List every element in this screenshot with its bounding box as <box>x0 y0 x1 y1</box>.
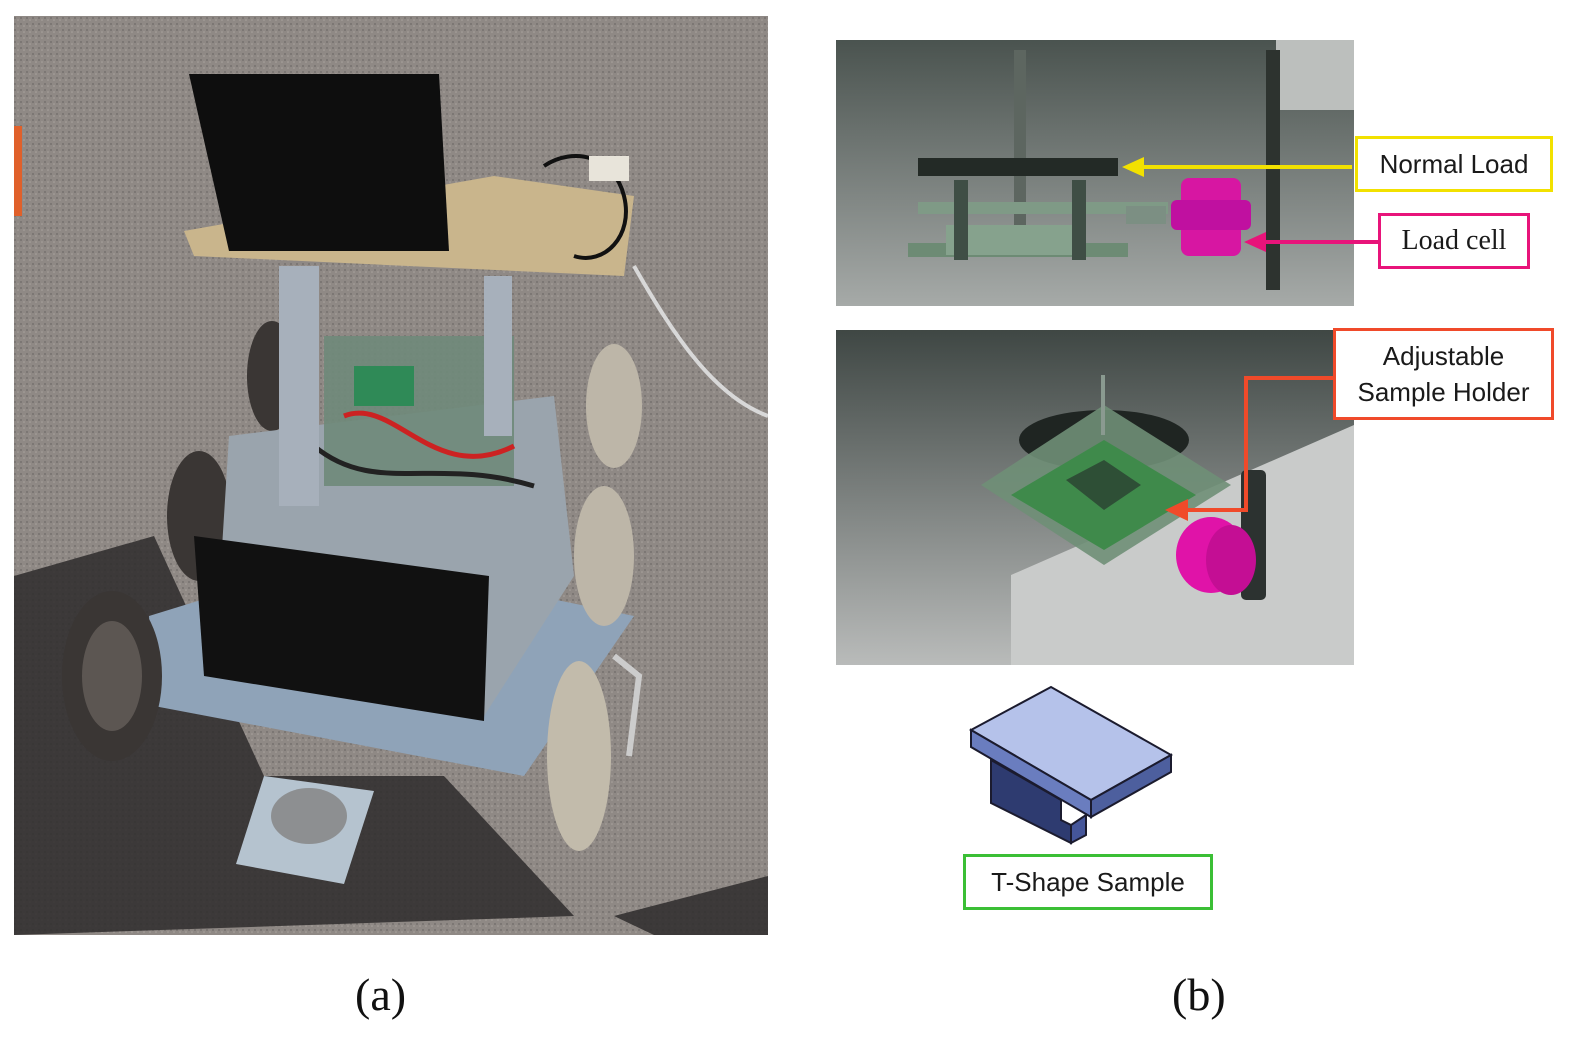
t-shape-sample <box>966 685 1176 845</box>
callout-sample-holder-line2: Sample Holder <box>1357 377 1530 407</box>
callout-normal-load: Normal Load <box>1355 136 1553 192</box>
caption-b: (b) <box>1172 969 1226 1020</box>
callout-sample-holder: Adjustable Sample Holder <box>1333 328 1554 420</box>
callout-normal-load-text: Normal Load <box>1379 148 1529 179</box>
callout-load-cell-text: Load cell <box>1401 225 1507 256</box>
callout-t-shape: T-Shape Sample <box>963 854 1213 910</box>
caption-a: (a) <box>355 969 407 1020</box>
photo-robot <box>14 16 768 935</box>
cad-render-middle <box>836 330 1354 665</box>
callout-t-shape-text: T-Shape Sample <box>991 866 1185 897</box>
callout-load-cell: Load cell <box>1378 213 1530 269</box>
sample-holder-arrow <box>1165 376 1333 521</box>
load-cell-arrow <box>1244 232 1378 252</box>
callout-sample-holder-line1: Adjustable <box>1382 341 1505 371</box>
cad-render-top <box>836 40 1354 306</box>
normal-load-arrow <box>1122 157 1352 177</box>
